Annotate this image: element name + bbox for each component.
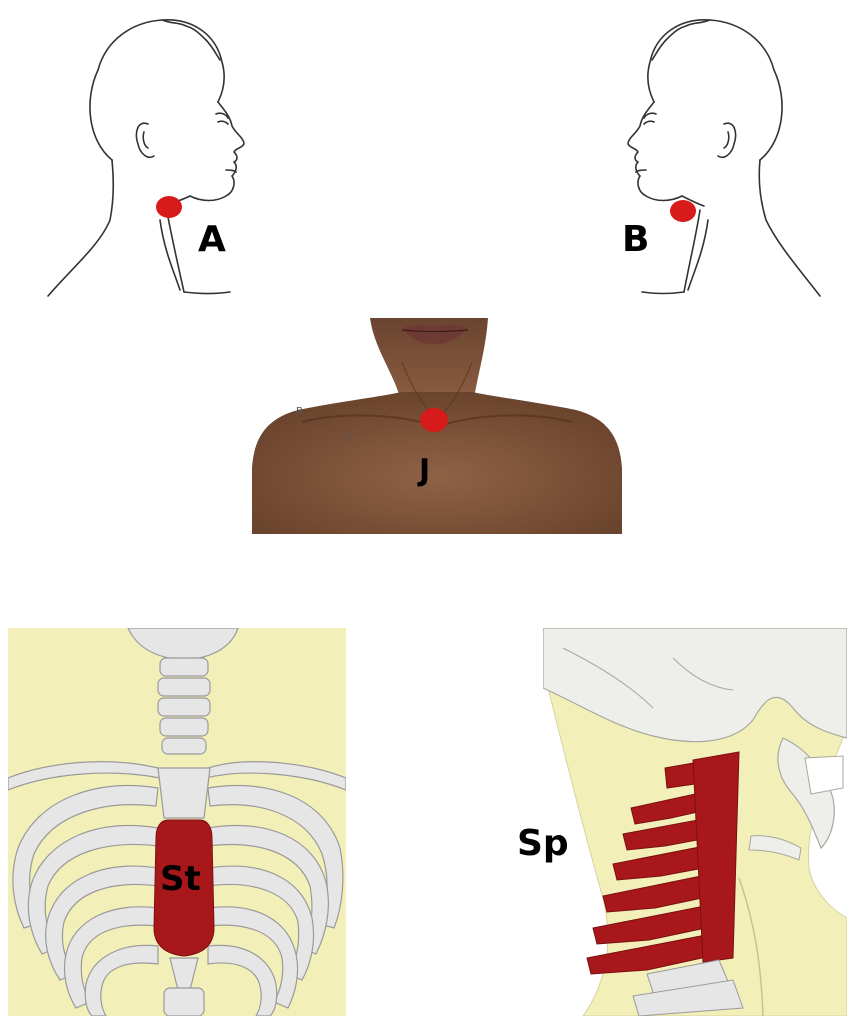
cervical-spine-panel [543, 628, 847, 1016]
label-b: B [622, 222, 649, 258]
head-right-panel [40, 10, 260, 300]
torso-panel [252, 318, 622, 534]
marker-dot-j [420, 408, 448, 432]
marker-dot-b [670, 200, 696, 222]
ribcage-illustration [8, 628, 346, 1016]
torso-small-label-b: B [296, 407, 303, 417]
label-a: A [198, 222, 226, 258]
torso-illustration [252, 318, 622, 534]
head-right-line-drawing [40, 10, 260, 300]
label-st: St [160, 862, 201, 896]
label-sp: Sp [517, 826, 569, 862]
label-j: J [419, 456, 430, 486]
torso-small-label-a: A [344, 432, 351, 442]
ribcage-panel [8, 628, 346, 1016]
cervical-spine-illustration [543, 628, 847, 1016]
marker-dot-a [156, 196, 182, 218]
